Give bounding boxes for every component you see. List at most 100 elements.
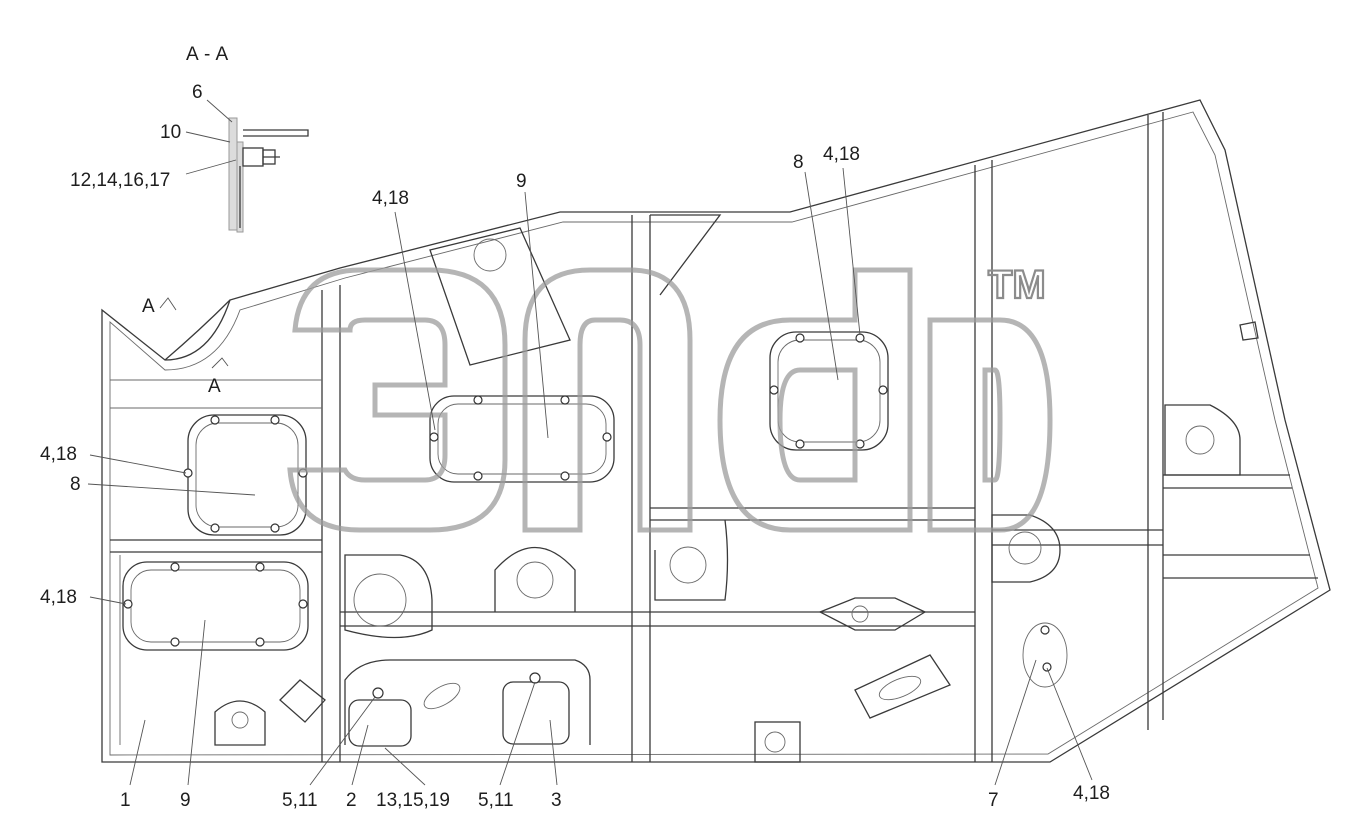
bolt <box>170 637 180 647</box>
hinge-hole <box>851 605 869 623</box>
detail-plate <box>228 117 238 231</box>
callout-1: 1 <box>120 790 131 811</box>
small-tab <box>1239 321 1259 341</box>
callout-4-18-left-upper: 4,18 <box>40 444 77 465</box>
bracket-hole-1 <box>353 573 407 627</box>
cover-bolts <box>123 333 888 699</box>
upper-gusset <box>650 214 722 296</box>
upper-tilted-bracket <box>429 227 571 366</box>
section-marker-top: А <box>142 296 155 317</box>
callout-3: 3 <box>551 790 562 811</box>
leader-lines <box>87 167 1093 786</box>
callout-5-11-right: 5,11 <box>478 790 514 811</box>
cover-lower-left <box>122 561 309 651</box>
bolt <box>795 333 805 343</box>
watermark-trademark: TM <box>988 263 1046 307</box>
leader-12 <box>185 159 237 175</box>
callout-4-18-bottom-right: 4,18 <box>1073 783 1110 804</box>
callout-9-bottom: 9 <box>180 790 191 811</box>
bracket-hole-left <box>231 711 249 729</box>
cover-small-3 <box>502 681 570 745</box>
oval-bolt-1 <box>1040 625 1050 635</box>
callout-13-15-19: 13,15,19 <box>376 790 450 811</box>
callout-9-top: 9 <box>516 171 527 192</box>
bolt <box>560 395 570 405</box>
bracket-round-1 <box>344 554 433 639</box>
main-panel <box>101 99 1331 763</box>
bracket-round-4 <box>991 514 1061 583</box>
callout-5-11-left: 5,11 <box>282 790 318 811</box>
callout-8-top: 8 <box>793 152 804 173</box>
leader-1 <box>129 719 146 786</box>
leader-9-bottom <box>187 619 206 786</box>
bolt <box>529 672 541 684</box>
detail-flange <box>243 129 309 137</box>
leader-418-top-right <box>842 167 861 336</box>
bolt <box>473 395 483 405</box>
callout-4-18-top-left: 4,18 <box>372 188 409 209</box>
section-arrow-bottom <box>211 357 229 369</box>
cover-upper-left-inner <box>195 422 299 528</box>
watermark-letter-e <box>287 267 508 533</box>
left-diamond-plate <box>279 679 326 723</box>
callout-10: 10 <box>160 122 181 143</box>
leader-8-top <box>804 171 839 381</box>
bolt <box>602 432 612 442</box>
bolt <box>210 415 220 425</box>
bolt <box>372 687 384 699</box>
bracket-hole-bottom-right <box>764 731 786 753</box>
watermark-letter-a <box>717 267 913 533</box>
bottom-bracket-left <box>214 700 266 746</box>
cover-small-2 <box>348 699 412 747</box>
panel-notch <box>164 299 231 361</box>
leader-10 <box>185 131 231 143</box>
callout-6: 6 <box>192 82 203 103</box>
leader-511-left <box>309 696 376 786</box>
bracket-round-3 <box>654 519 729 601</box>
bottom-bracket-right <box>754 721 801 763</box>
leader-13 <box>384 747 426 786</box>
section-title: А - А <box>186 44 229 65</box>
bolt <box>255 637 265 647</box>
panel-inner-outline <box>109 111 1319 756</box>
lower-pocket-frame <box>344 659 591 745</box>
bolt <box>429 432 439 442</box>
leader-6 <box>206 99 233 123</box>
bracket-hole-5 <box>1185 425 1215 455</box>
leader-8-left <box>87 483 256 496</box>
slot-oval <box>423 682 461 710</box>
inspection-oval-7 <box>1022 622 1068 688</box>
detail-nut <box>262 149 276 165</box>
bolt <box>473 471 483 481</box>
section-marker-bottom: А <box>208 376 221 397</box>
bolt <box>769 385 779 395</box>
bracket-hole-3 <box>669 546 707 584</box>
bolt <box>878 385 888 395</box>
cover-right <box>769 331 889 451</box>
watermark-logo: TM <box>287 262 1053 533</box>
bolt <box>855 333 865 343</box>
detail-bolt-head <box>242 147 264 167</box>
oblique-plate-slot <box>878 675 922 701</box>
oblique-plate <box>854 654 951 719</box>
leader-418-left-upper <box>89 454 187 474</box>
callout-4-18-left-lower: 4,18 <box>40 587 77 608</box>
section-detail-a-a: А - А <box>185 44 309 233</box>
leader-2 <box>351 724 369 786</box>
leader-418-top-left <box>394 211 436 431</box>
panel-outline <box>101 99 1331 763</box>
callout-8-left: 8 <box>70 474 81 495</box>
callout-4-18-top-right: 4,18 <box>823 144 860 165</box>
upper-bracket-hole <box>473 238 507 272</box>
cover-lower-left-inner <box>130 569 301 643</box>
bolt <box>270 523 280 533</box>
bolt <box>270 415 280 425</box>
leader-418-bottom-right <box>1046 667 1093 781</box>
oval-bolt-2 <box>1042 662 1052 672</box>
cover-right-inner <box>777 339 881 443</box>
bolt <box>795 439 805 449</box>
hinge-plate <box>818 597 927 631</box>
section-arrow-top <box>159 297 177 311</box>
callout-12-14-16-17: 12,14,16,17 <box>70 170 170 191</box>
